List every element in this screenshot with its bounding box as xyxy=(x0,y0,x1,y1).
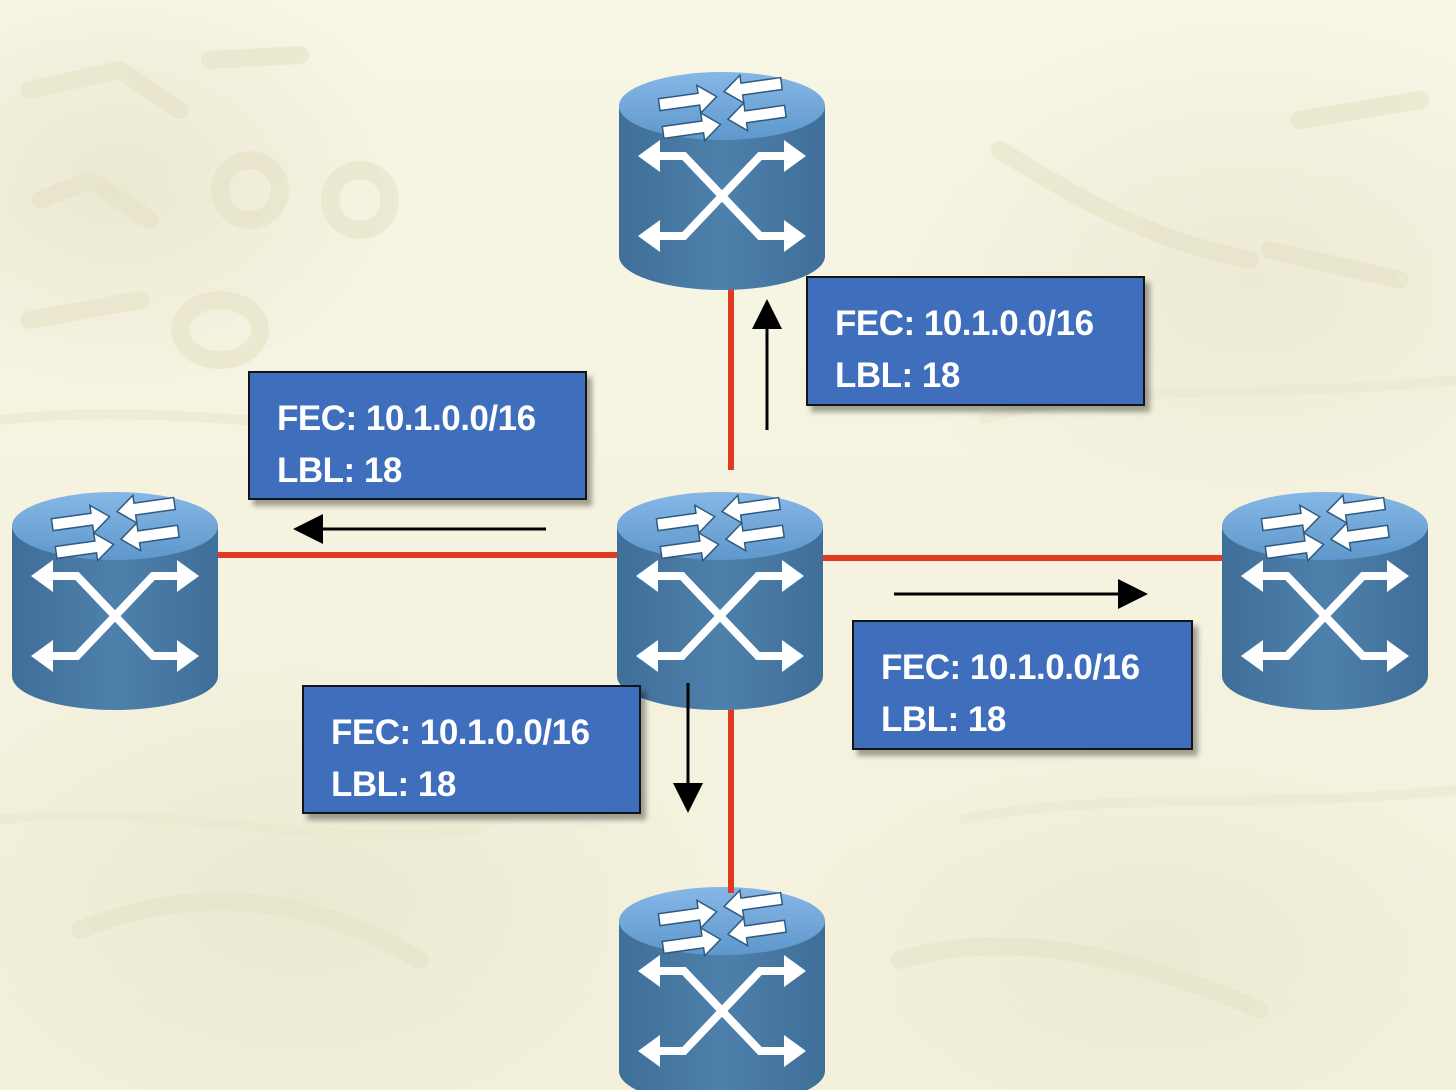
router-center xyxy=(617,490,823,710)
fec-label: FEC: 10.1.0.0/16 xyxy=(881,648,1140,687)
label-box-bottom: FEC: 10.1.0.0/16 LBL: 18 xyxy=(302,685,641,814)
label-box-right: FEC: 10.1.0.0/16 LBL: 18 xyxy=(852,620,1193,750)
router-right xyxy=(1222,490,1428,710)
router-icon xyxy=(617,490,823,710)
label-box-left: FEC: 10.1.0.0/16 LBL: 18 xyxy=(248,371,587,500)
links xyxy=(216,236,1224,895)
fec-label: FEC: 10.1.0.0/16 xyxy=(277,399,536,438)
label-box-top: FEC: 10.1.0.0/16 LBL: 18 xyxy=(806,276,1145,406)
fec-label: FEC: 10.1.0.0/16 xyxy=(331,713,590,752)
router-icon xyxy=(12,490,218,710)
lbl-label: LBL: 18 xyxy=(331,765,456,804)
router-left xyxy=(12,490,218,710)
lbl-label: LBL: 18 xyxy=(277,451,402,490)
fec-label: FEC: 10.1.0.0/16 xyxy=(835,304,1094,343)
lbl-label: LBL: 18 xyxy=(835,356,960,395)
router-icon xyxy=(619,885,825,1090)
router-icon xyxy=(619,70,825,290)
router-icon xyxy=(1222,490,1428,710)
router-top xyxy=(619,70,825,290)
direction-arrows xyxy=(293,299,1148,813)
router-bottom xyxy=(619,885,825,1090)
lbl-label: LBL: 18 xyxy=(881,700,1006,739)
